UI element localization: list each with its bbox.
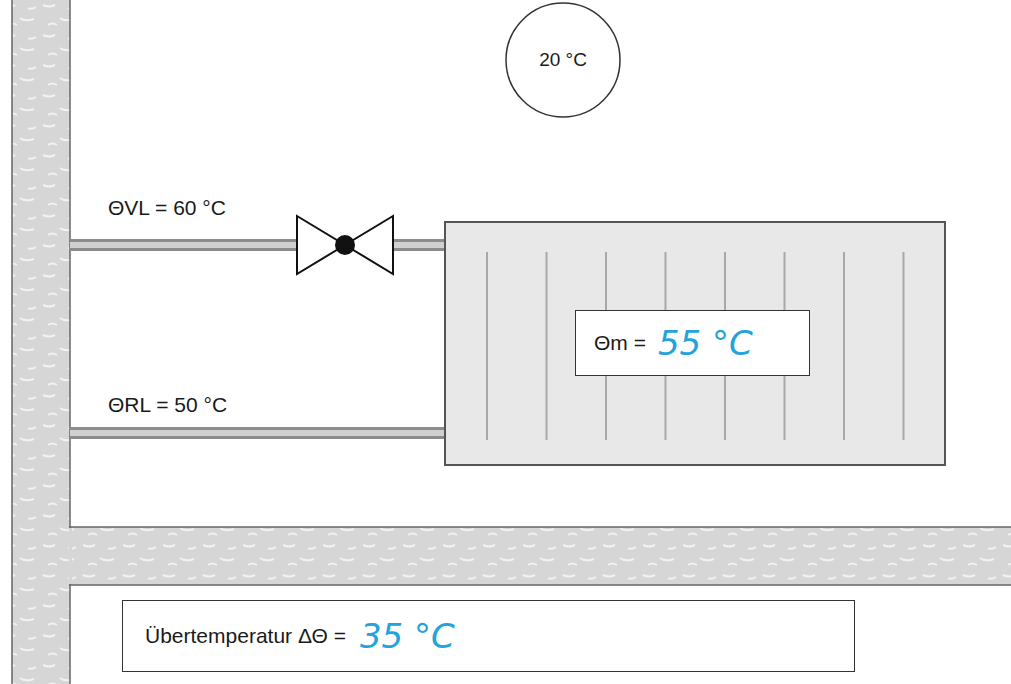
floor-joint <box>69 528 72 584</box>
radiator <box>445 222 945 465</box>
value-text: 55 °C <box>658 323 753 363</box>
wall <box>12 0 70 684</box>
value-text: 35 °C <box>360 616 455 656</box>
supply-temp-label: ΘVL = 60 °C <box>108 196 226 220</box>
return-temp-label: ΘRL = 50 °C <box>108 393 227 417</box>
room-temp-circle-label: 20 °C <box>506 3 620 117</box>
node-label: Θm = <box>594 331 646 355</box>
mean-temp-box: Θm = 55 °C <box>575 310 810 376</box>
floor <box>70 527 1011 585</box>
node-label: 20 °C <box>539 49 587 71</box>
room-temp-circle <box>506 3 620 117</box>
overtemp-box: Übertemperatur ΔΘ = 35 °C <box>122 600 855 672</box>
return-pipe <box>70 427 446 439</box>
valve-symbol <box>297 216 393 274</box>
node-label: Übertemperatur ΔΘ = <box>145 624 346 648</box>
